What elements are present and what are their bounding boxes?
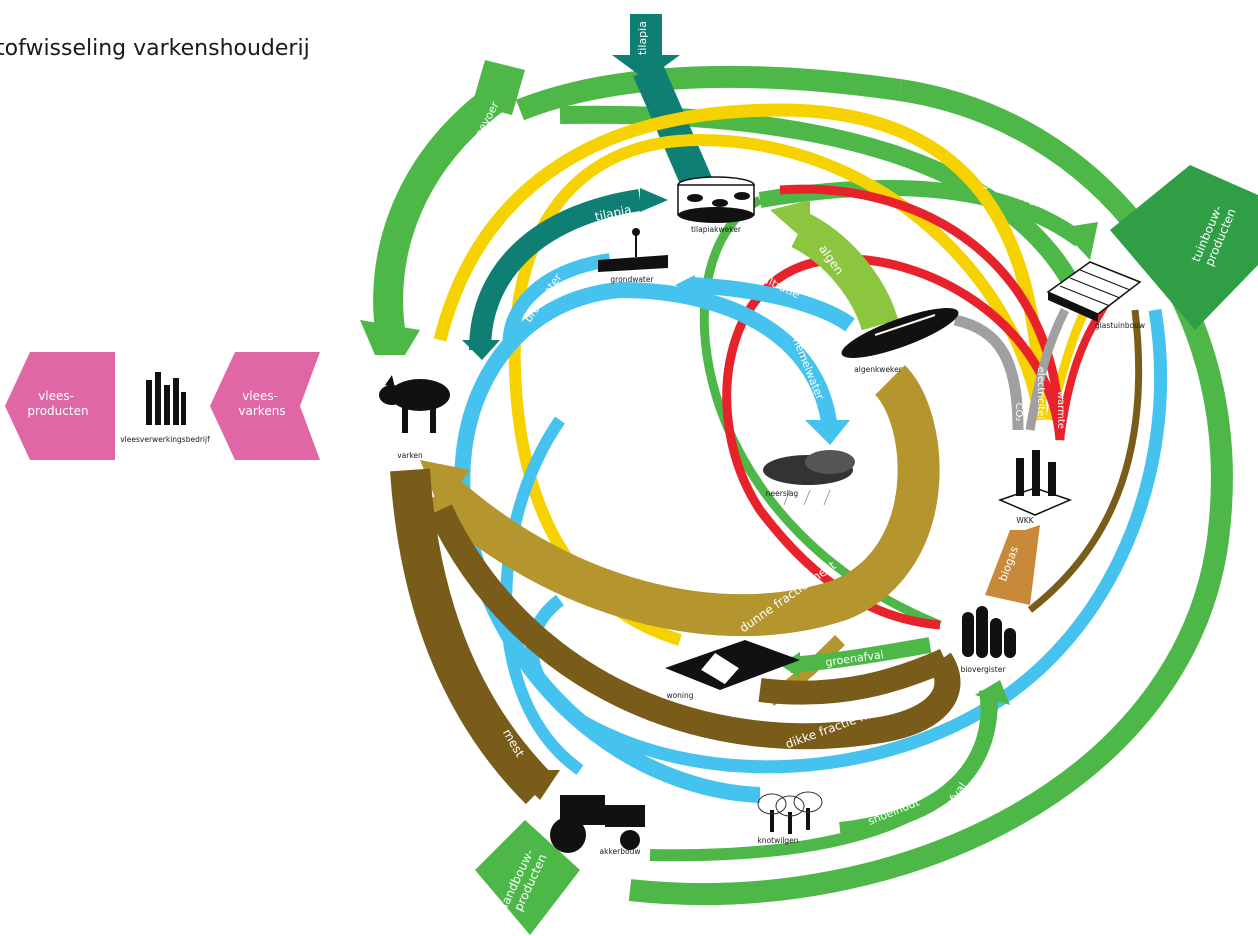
flow-label-stro-veevoer-top: stro & veevoer: [789, 54, 871, 67]
vleesvarkens-line-1: vlees-: [242, 389, 278, 403]
node-label-tilapiakweker: tilapiakweker: [691, 225, 742, 234]
node-label-knotwilgen: knotwilgen: [757, 836, 798, 845]
node-label-algenkweker: algenkweker: [854, 365, 903, 374]
vleesproducten-line-1: vlees-: [38, 389, 74, 403]
node-label-varken: varken: [397, 451, 423, 460]
node-label-neerslag: neerslag: [766, 489, 799, 498]
node-label-glastuinbouw: glastuinbouw: [1095, 321, 1145, 330]
flow-label-electriciteit: electriciteit: [1035, 367, 1046, 424]
algae-pond-icon: [841, 308, 959, 358]
flow-biogas: [985, 525, 1040, 605]
node-label-wkk: WKK: [1016, 516, 1034, 525]
flow-label-hemelwater: hemelwater: [790, 336, 827, 402]
page-title: tofwisseling varkenshouderij: [0, 36, 310, 61]
flow-green-bottom: [649, 680, 1010, 862]
flow-stro-veevoer-left: [360, 60, 525, 355]
svg-text:vlees- varkens: vlees- varkens: [238, 389, 285, 418]
node-label-akkerbouw: akkerbouw: [600, 847, 641, 856]
box-vleesproducten: vlees- producten: [5, 352, 115, 460]
flow-label-tilapia-top: tilapia: [636, 21, 649, 55]
flow-blue-water: [454, 253, 1168, 803]
svg-text:vlees- producten: vlees- producten: [27, 389, 88, 418]
box-vleesvarkens: vlees- varkens: [210, 352, 320, 460]
flow-label-co2: CO₂: [1013, 403, 1024, 422]
box-tuinbouwproducten: tuinbouw- producten: [1110, 165, 1258, 330]
flow-algen: [770, 200, 899, 331]
vleesproducten-line-2: producten: [27, 404, 88, 418]
node-label-woning: woning: [666, 691, 693, 700]
chp-plant-icon: [997, 450, 1073, 516]
flow-label-warmte: warmte: [1055, 391, 1066, 429]
flow-gray-co2: [953, 307, 1070, 431]
flow-dikke-fractie-mest: [390, 309, 1143, 805]
digester-icon: [962, 606, 1016, 658]
node-label-grondwater: grondwater: [610, 275, 654, 284]
flow-tilapia-top: [612, 14, 715, 197]
fish-tank-icon: [677, 176, 755, 223]
node-label-vleesverwerkingsbedrijf: vleesverwerkingsbedrijf: [120, 435, 210, 444]
pollard-willows-icon: [757, 791, 823, 834]
groundwater-icon: [598, 228, 668, 272]
tractor-icon: [550, 795, 645, 853]
box-landbouwproducten: landbouw- producten: [475, 820, 580, 935]
meat-processing-icon: [146, 372, 186, 425]
rain-cloud-icon: [763, 450, 855, 506]
vleesvarkens-line-2: varkens: [238, 404, 285, 418]
pig-icon: [379, 375, 450, 433]
flow-tilapia-inner: [462, 188, 668, 360]
node-label-biovergister: biovergister: [961, 665, 1007, 674]
house-icon: [665, 640, 800, 690]
greenhouse-icon: [1046, 261, 1142, 322]
